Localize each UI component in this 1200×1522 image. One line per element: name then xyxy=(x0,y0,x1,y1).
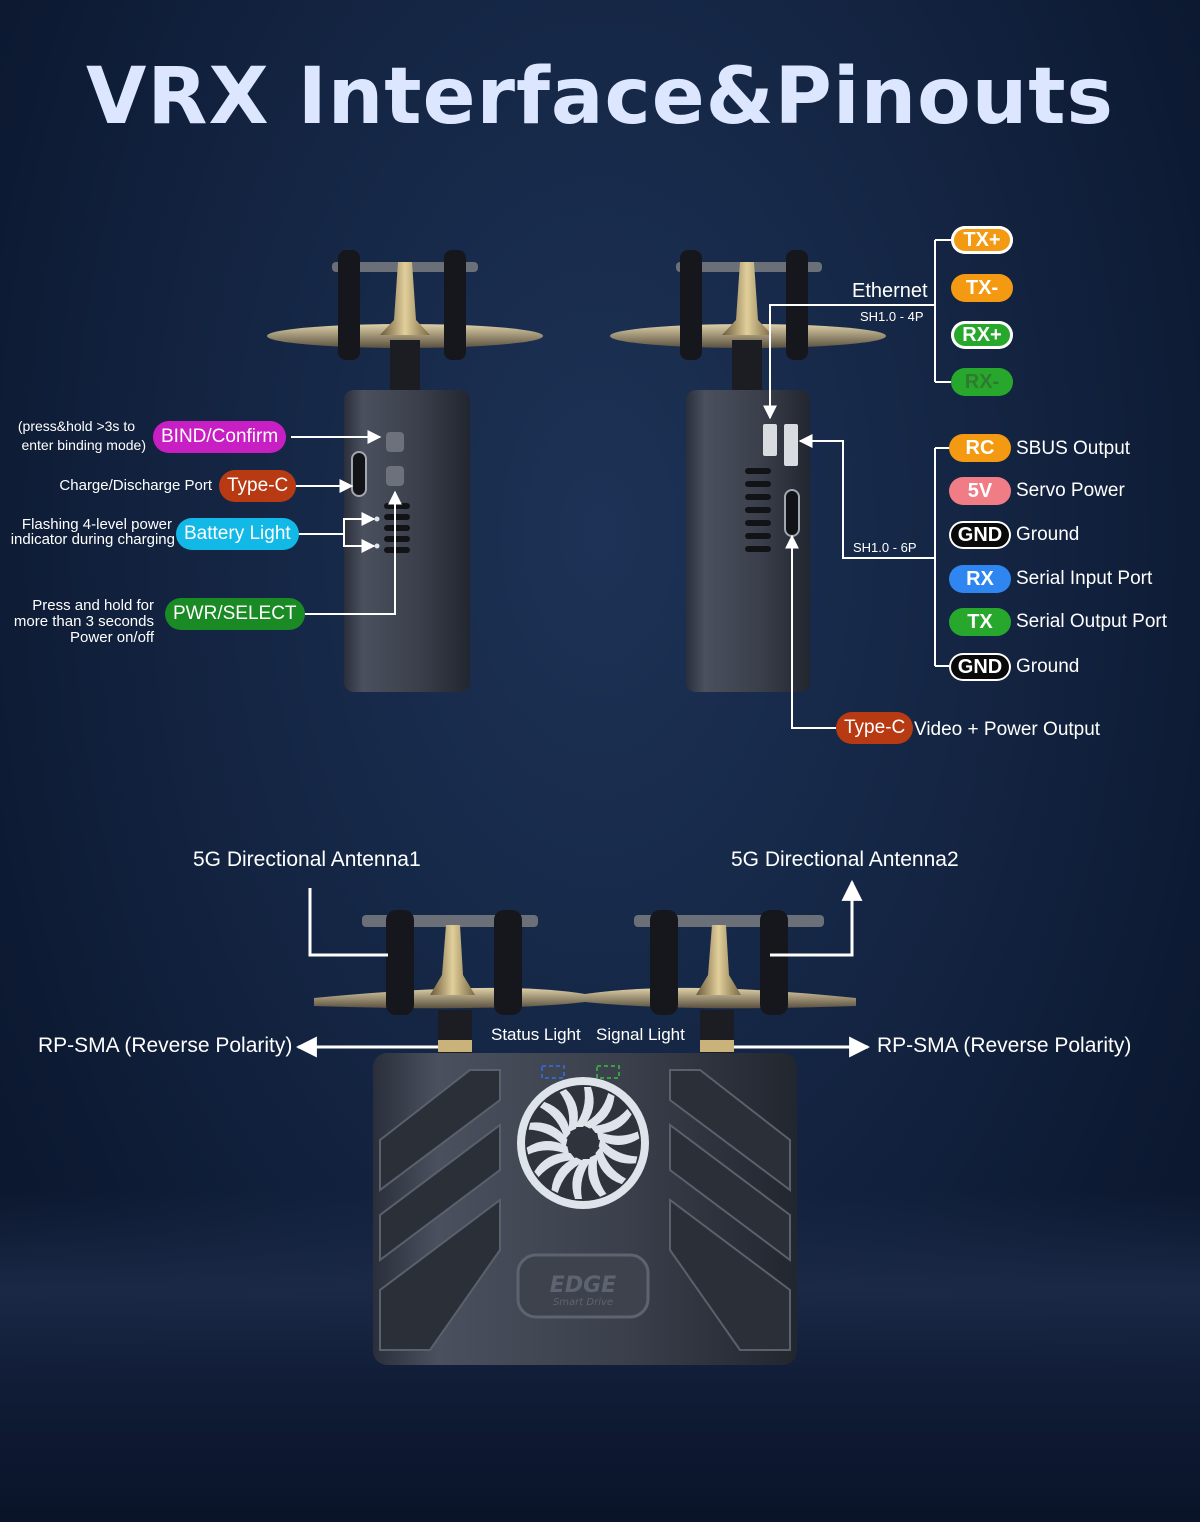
ethernet-connector-label: SH1.0 - 4P xyxy=(860,309,924,324)
fan-blade xyxy=(598,1137,638,1164)
ethernet-pin-3-name: RX+ xyxy=(962,324,1002,346)
ethernet-pin-2: TX- xyxy=(951,274,1013,302)
sbus-pin-6-desc: Ground xyxy=(1016,656,1080,677)
edge-logo: EDGE xyxy=(550,1273,616,1298)
fan-blade xyxy=(596,1130,640,1145)
fan-blade xyxy=(559,1089,578,1133)
sbus-pin-5-name: TX xyxy=(967,611,993,633)
bottom-vrx-device xyxy=(314,910,856,1365)
typec-right-pill: Type-C xyxy=(836,712,914,744)
fan-blade xyxy=(526,1141,570,1156)
ethernet-pin-4-name: RX- xyxy=(964,371,1000,393)
sbus-pin-1-desc: SBUS Output xyxy=(1016,438,1131,459)
ethernet-label: Ethernet xyxy=(852,280,928,302)
typec-left-pill: Type-C xyxy=(219,470,297,502)
sbus-pin-3-name: GND xyxy=(957,524,1003,546)
sbus-connector-label: SH1.0 - 6P xyxy=(853,540,917,555)
sbus-pin-5: TX xyxy=(949,608,1011,636)
fan-blade xyxy=(595,1145,627,1185)
bind-note-line2: enter binding mode) xyxy=(21,437,146,453)
ethernet-pin-3: RX+ xyxy=(951,321,1013,349)
fan-blade xyxy=(528,1122,568,1149)
edge-logo-sub: Smart Drive xyxy=(553,1297,613,1308)
battery-note-line2: indicator during charging xyxy=(10,531,175,548)
sbus-pin-4: RX xyxy=(949,565,1011,593)
battery-note-line1: Flashing 4-level power xyxy=(21,516,172,533)
ethernet-pin-2-name: TX- xyxy=(965,277,999,299)
bottom-leaders xyxy=(295,879,871,1058)
typec-left-note: Charge/Discharge Port xyxy=(59,477,212,494)
power-note-line2: more than 3 seconds xyxy=(13,613,154,630)
pwr-select-pill: PWR/SELECT xyxy=(165,598,305,630)
ethernet-pin-1-name: TX+ xyxy=(963,229,1001,251)
sbus-pin-4-name: RX xyxy=(966,568,994,590)
power-note-line1: Press and hold for xyxy=(32,597,154,614)
sbus-pin-3: GND xyxy=(949,521,1011,549)
rpsma-left-label: RP-SMA (Reverse Polarity) xyxy=(38,1034,293,1057)
ethernet-pin-4: RX- xyxy=(951,368,1013,396)
fan-blade xyxy=(534,1152,577,1178)
sbus-pin-6: GND xyxy=(949,653,1011,681)
sbus-pin-6-name: GND xyxy=(957,656,1003,678)
battery-light-pill: Battery Light xyxy=(176,518,299,550)
sbus-pin-5-desc: Serial Output Port xyxy=(1016,611,1168,632)
sbus-pin-1: RC xyxy=(949,434,1011,462)
rpsma-right-label: RP-SMA (Reverse Polarity) xyxy=(877,1034,1132,1057)
antenna1-label: 5G Directional Antenna1 xyxy=(193,848,421,871)
fan-blade xyxy=(539,1101,571,1141)
right-vrx-device xyxy=(610,250,886,692)
right-leaders xyxy=(763,239,952,729)
typec-right-desc: Video + Power Output xyxy=(914,719,1101,740)
status-light-label: Status Light xyxy=(491,1025,581,1044)
fan-blade xyxy=(572,1159,592,1199)
bind-confirm-pill: BIND/Confirm xyxy=(153,421,287,453)
sbus-pin-3-desc: Ground xyxy=(1016,524,1080,545)
fan-blade xyxy=(581,1092,615,1129)
sbus-pin-2-desc: Servo Power xyxy=(1016,480,1125,501)
page-title: VRX Interface&Pinouts xyxy=(86,52,1114,142)
sbus-pin-1-name: RC xyxy=(965,437,995,459)
power-note-line3: Power on/off xyxy=(70,629,154,646)
antenna2-label: 5G Directional Antenna2 xyxy=(731,848,959,871)
sbus-pin-2-name: 5V xyxy=(967,480,993,502)
bind-note-line1: (press&hold >3s to xyxy=(17,418,135,434)
fan-blade xyxy=(551,1157,585,1194)
sbus-pin-4-desc: Serial Input Port xyxy=(1016,568,1153,589)
fan-blade xyxy=(588,1153,607,1197)
fan-blade xyxy=(589,1108,632,1134)
left-vrx-device xyxy=(267,250,543,692)
sbus-pin-2: 5V xyxy=(949,477,1011,505)
fan-blade xyxy=(574,1087,594,1127)
signal-light-label: Signal Light xyxy=(596,1025,685,1044)
left-leaders xyxy=(291,430,402,615)
ethernet-pin-1: TX+ xyxy=(951,226,1013,254)
